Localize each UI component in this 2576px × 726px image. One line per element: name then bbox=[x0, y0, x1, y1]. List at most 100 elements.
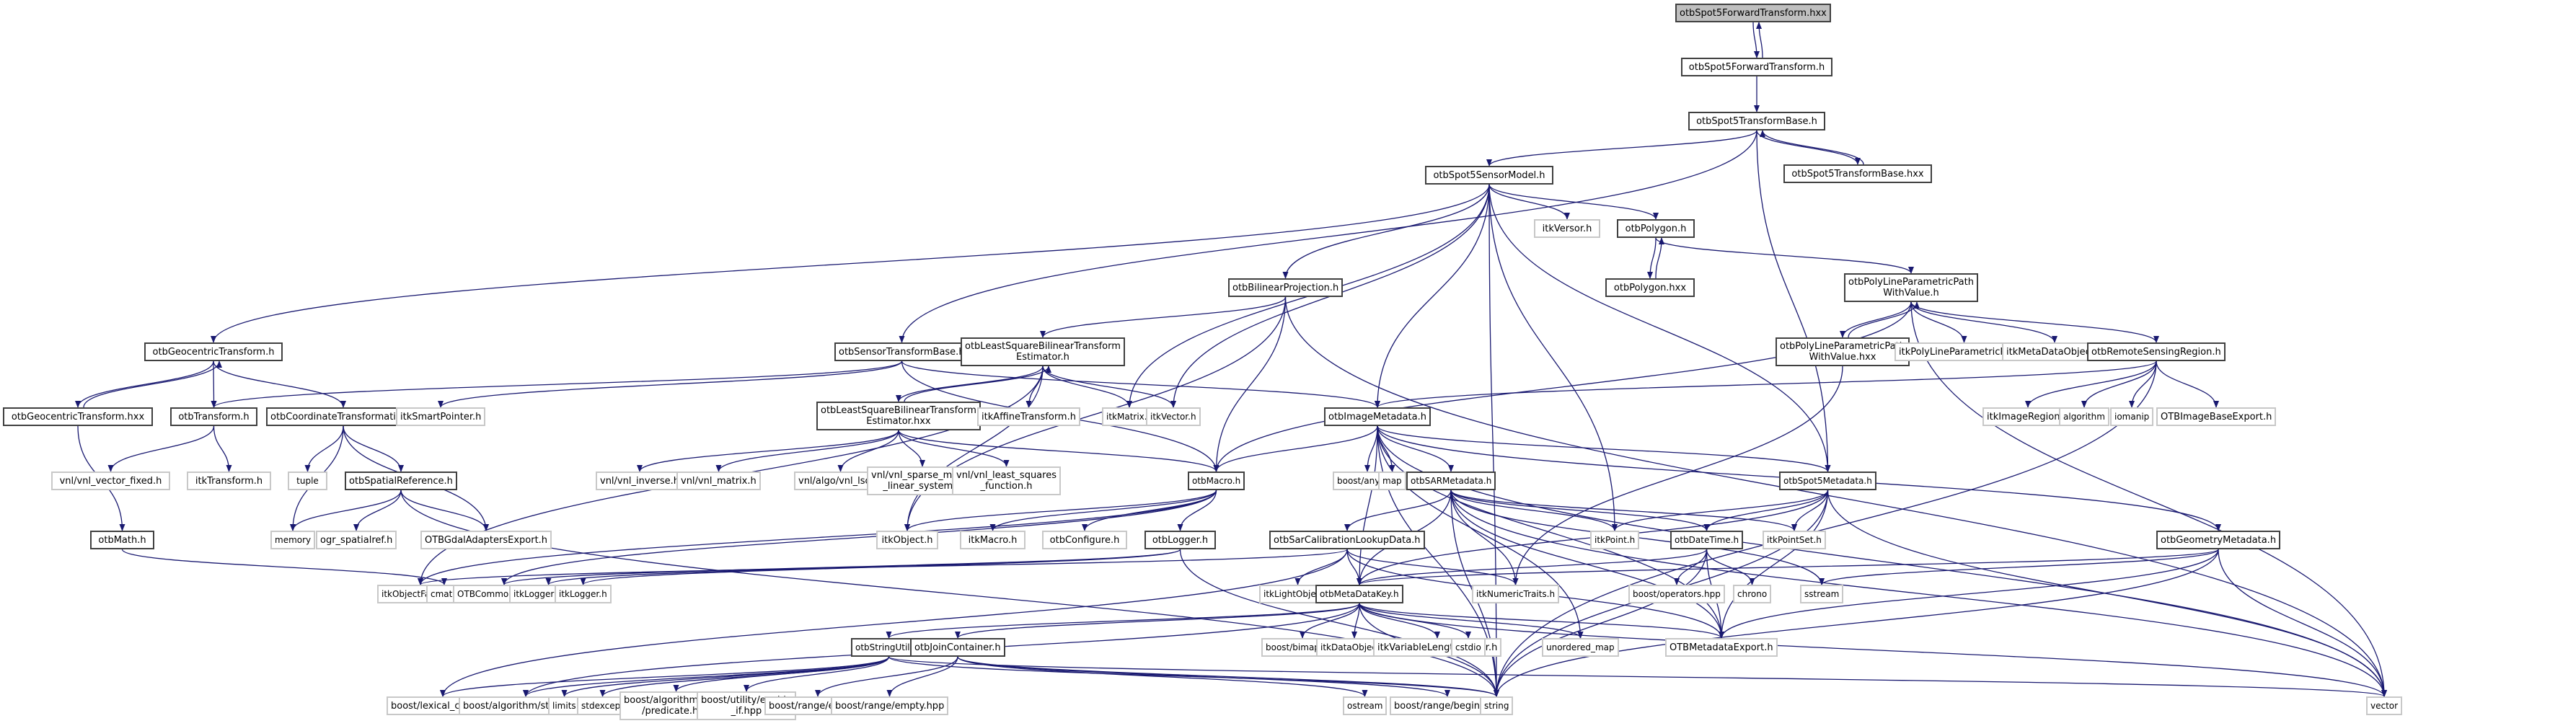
graph-edge-otbMacro-to-itkMacro bbox=[989, 490, 1217, 531]
graph-edge-sensor_model-to-geocentric_h bbox=[211, 184, 1490, 343]
graph-node-imgmeta[interactable]: otbImageMetadata.h bbox=[1324, 407, 1431, 426]
graph-edge-imgmeta-to-unordered_map bbox=[1377, 425, 1584, 639]
graph-edge-tbase_hxx-to-tbase_h bbox=[1760, 130, 1864, 165]
graph-edge-lsq_hxx-to-vnl_lsqr bbox=[837, 430, 899, 472]
graph-edge-sensor_model-to-string bbox=[1488, 184, 1499, 697]
graph-edge-sensor_model-to-spot5meta bbox=[1488, 184, 1831, 472]
graph-edge-otbMacro-to-OTBCommonExport bbox=[501, 490, 1217, 585]
graph-node-joincontainer[interactable]: otbJoinContainer.h bbox=[910, 638, 1005, 657]
graph-edge-polyline_h-to-otbMacro bbox=[1213, 301, 1912, 472]
graph-edge-sensor_model-to-itkVersor bbox=[1488, 184, 1570, 220]
graph-edge-coordtrans-to-spatialref bbox=[343, 425, 404, 472]
graph-edge-stringutils-to-boost_alg_string bbox=[523, 656, 890, 697]
graph-node-root[interactable]: otbSpot5ForwardTransform.hxx bbox=[1675, 4, 1831, 22]
graph-edge-metadatakey-to-stringutils bbox=[886, 603, 1360, 639]
graph-edge-geommeta-to-vector bbox=[2218, 549, 2387, 697]
graph-edge-metadatakey-to-boost_bimap bbox=[1300, 603, 1360, 639]
graph-edge-metadatakey-to-itkDataObject bbox=[1351, 603, 1360, 639]
graph-node-sensortb[interactable]: otbSensorTransformBase.h bbox=[834, 342, 969, 361]
graph-node-bilinear[interactable]: otbBilinearProjection.h bbox=[1228, 278, 1344, 297]
graph-node-lsq-hxx[interactable]: otbLeastSquareBilinearTransform Estimato… bbox=[816, 402, 981, 430]
graph-edge-sarmeta-to-itkPoint bbox=[1450, 490, 1618, 531]
graph-edge-imgmeta-to-otbMacro bbox=[1213, 425, 1378, 472]
graph-node-tuple: tuple bbox=[288, 472, 327, 490]
graph-node-geocentric-hxx[interactable]: otbGeocentricTransform.hxx bbox=[3, 407, 153, 426]
graph-node-sstream: sstream bbox=[1800, 585, 1844, 603]
graph-node-otblogger[interactable]: otbLogger.h bbox=[1144, 531, 1216, 549]
graph-edge-sensortb-to-imgmeta bbox=[901, 360, 1380, 408]
graph-node-algorithm: algorithm bbox=[2059, 407, 2109, 426]
graph-edge-joincontainer-to-boost_range_begin bbox=[957, 656, 1450, 697]
graph-node-itktransform: itkTransform.h bbox=[187, 472, 271, 490]
graph-node-vnl-lsf: vnl/vnl_least_squares _function.h bbox=[952, 466, 1061, 495]
graph-node-unordered-map: unordered_map bbox=[1542, 638, 1619, 657]
graph-node-polyline-hxx[interactable]: otbPolyLineParametricPath WithValue.hxx bbox=[1776, 337, 1910, 366]
graph-node-transform-h[interactable]: otbTransform.h bbox=[170, 407, 257, 426]
graph-edge-joincontainer-to-boost_range_empty bbox=[886, 656, 958, 697]
graph-edge-otbLogger-to-OTBCommonExport bbox=[501, 549, 1181, 585]
graph-edge-bilinear-to-lsq_h bbox=[1040, 296, 1287, 338]
graph-edge-geommeta-to-OTBMetadataExport bbox=[1719, 549, 2219, 639]
graph-node-spatialref[interactable]: otbSpatialReference.h bbox=[345, 472, 457, 490]
graph-edge-imgmeta-to-metadatakey bbox=[1357, 425, 1378, 585]
graph-edge-polygon_h-to-polyline_h bbox=[1655, 237, 1914, 274]
graph-edge-otbLogger-to-string bbox=[1179, 549, 1499, 697]
graph-edge-otbMacro-to-otbLogger bbox=[1177, 490, 1217, 531]
graph-node-itksmartpointer: itkSmartPointer.h bbox=[396, 407, 486, 426]
graph-edge-geommeta-to-string bbox=[1494, 549, 2219, 697]
graph-edge-metadatakey-to-unordered_map bbox=[1359, 603, 1584, 639]
graph-node-otbmacro[interactable]: otbMacro.h bbox=[1188, 472, 1245, 490]
graph-edge-geommeta-to-metadatakey bbox=[1357, 549, 2219, 585]
graph-node-geocentric-h[interactable]: otbGeocentricTransform.h bbox=[144, 342, 283, 361]
graph-edge-datetime-to-metadatakey bbox=[1357, 549, 1708, 585]
graph-edge-sensor_model-to-imgmeta bbox=[1375, 184, 1490, 408]
graph-node-polygon-hxx[interactable]: otbPolygon.hxx bbox=[1605, 278, 1695, 297]
graph-edge-metadatakey-to-vector bbox=[1359, 603, 2387, 697]
graph-edge-sarmeta-to-vector bbox=[1450, 490, 2387, 697]
graph-edge-lsq_hxx-to-vnl_lsf bbox=[898, 430, 1010, 467]
graph-edge-sensor_model-to-bilinear bbox=[1282, 184, 1490, 279]
graph-edge-spatialref-to-OTBGdalAdaptersExport bbox=[400, 490, 489, 531]
graph-edge-rsregion-to-OTBImageBaseExport bbox=[2156, 360, 2219, 408]
graph-edge-metadatakey-to-itkVarLenVec bbox=[1359, 603, 1440, 639]
graph-edge-bilinear-to-vector bbox=[1284, 296, 2387, 697]
graph-node-otbimagebaseexport: OTBImageBaseExport.h bbox=[2156, 407, 2277, 426]
graph-edge-transform_h-to-itkTransform bbox=[213, 425, 232, 472]
graph-edge-joincontainer-to-boost_range_end bbox=[815, 656, 958, 697]
graph-edge-polygon_hxx-to-polygon_h bbox=[1655, 237, 1664, 279]
graph-node-spot5meta[interactable]: otbSpot5Metadata.h bbox=[1779, 472, 1876, 490]
graph-node-polyline-h[interactable]: otbPolyLineParametricPath WithValue.h bbox=[1844, 273, 1978, 302]
graph-edge-imgmeta-to-spot5meta bbox=[1377, 425, 1831, 472]
graph-node-map: map bbox=[1378, 472, 1406, 490]
graph-node-tbase-h[interactable]: otbSpot5TransformBase.h bbox=[1688, 112, 1825, 130]
graph-edge-rsregion-to-imgmeta bbox=[1375, 360, 2157, 408]
graph-node-vector: vector bbox=[2366, 696, 2403, 715]
graph-node-fwd-h[interactable]: otbSpot5ForwardTransform.h bbox=[1681, 58, 1832, 76]
graph-edge-otbMacro-to-itkObject bbox=[904, 490, 1217, 531]
graph-edge-geocentric_h-to-geocentric_hxx bbox=[75, 360, 214, 408]
graph-edge-geommeta-to-sstream bbox=[1819, 549, 2219, 585]
graph-node-datetime[interactable]: otbDateTime.h bbox=[1670, 531, 1744, 549]
graph-edge-polygon_h-to-polygon_hxx bbox=[1647, 237, 1657, 279]
graph-node-polygon-h[interactable]: otbPolygon.h bbox=[1617, 219, 1695, 238]
graph-edge-rsregion-to-algorithm bbox=[2081, 360, 2157, 408]
graph-node-sarmeta[interactable]: otbSARMetadata.h bbox=[1406, 472, 1496, 490]
graph-edge-transform_h-to-vnl_vector_fixed bbox=[107, 425, 215, 472]
graph-node-lsq-h[interactable]: otbLeastSquareBilinearTransform Estimato… bbox=[961, 337, 1125, 366]
graph-edge-datetime-to-chrono bbox=[1706, 549, 1755, 585]
graph-node-sensor-model[interactable]: otbSpot5SensorModel.h bbox=[1425, 166, 1553, 185]
graph-node-geommeta[interactable]: otbGeometryMetadata.h bbox=[2156, 531, 2281, 549]
graph-node-tbase-hxx[interactable]: otbSpot5TransformBase.hxx bbox=[1783, 164, 1932, 183]
graph-edge-lsq_hxx-to-vnl_inverse bbox=[637, 430, 899, 472]
graph-edge-stringutils-to-boost_predicate bbox=[673, 656, 890, 692]
graph-edge-stringutils-to-boost_enable_if bbox=[744, 656, 890, 692]
graph-node-rsregion[interactable]: otbRemoteSensingRegion.h bbox=[2087, 342, 2226, 361]
graph-node-otbmath[interactable]: otbMath.h bbox=[90, 531, 154, 549]
graph-node-metadatakey[interactable]: otbMetaDataKey.h bbox=[1315, 585, 1403, 603]
graph-edge-sarmeta-to-sarcal bbox=[1344, 490, 1452, 531]
graph-edge-sarcal-to-itkObjectFactory bbox=[418, 549, 1348, 585]
graph-node-sarcal[interactable]: otbSarCalibrationLookupData.h bbox=[1269, 531, 1425, 549]
graph-edge-sarcal-to-boost_lexical bbox=[440, 549, 1348, 697]
graph-node-vnl-inverse: vnl/vnl_inverse.h bbox=[596, 472, 684, 490]
